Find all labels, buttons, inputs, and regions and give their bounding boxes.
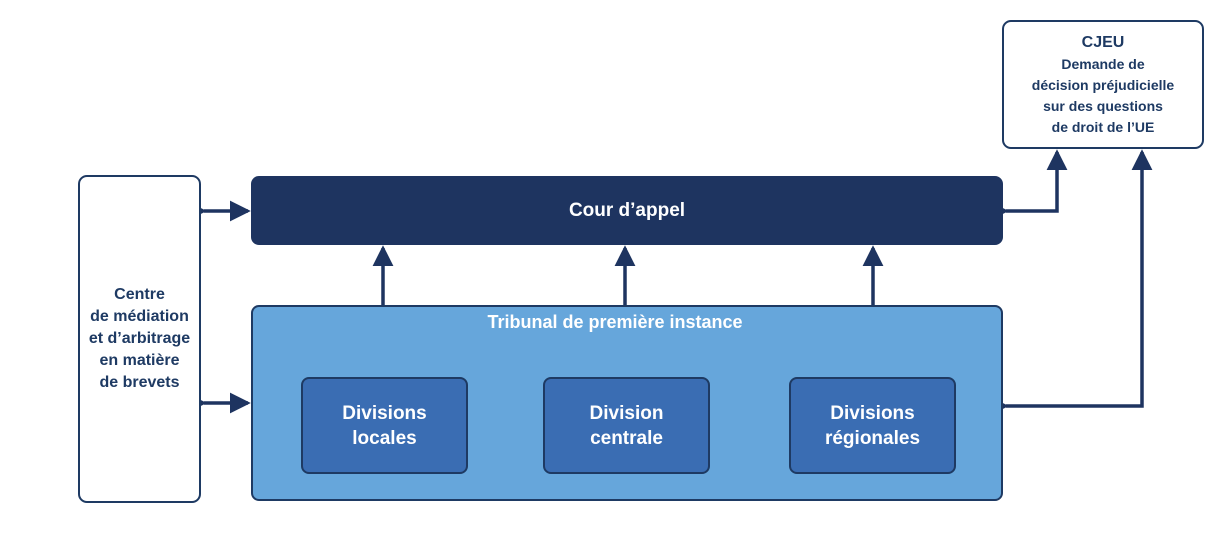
division-locales-box: Divisions locales <box>301 377 468 474</box>
cjeu-title: CJEU <box>1081 33 1125 51</box>
tribunal-title: Tribunal de première instance <box>487 312 743 332</box>
centre-line: de médiation <box>90 308 189 325</box>
division-label: centrale <box>590 427 663 449</box>
cjeu-line: décision préjudicielle <box>1031 76 1175 93</box>
division-regionales-box: Divisions régionales <box>789 377 956 474</box>
centre-line: de brevets <box>99 374 180 391</box>
centre-mediation-box: Centre de médiation et d’arbitrage en ma… <box>78 175 201 503</box>
centre-line: Centre <box>114 286 165 303</box>
cjeu-line: de droit de l’UE <box>1051 118 1155 135</box>
centre-line: et d’arbitrage <box>88 330 191 347</box>
arrow-cour-cjeu <box>987 149 1068 222</box>
cjeu-line: Demande de <box>1061 55 1145 72</box>
division-label: Divisions <box>342 402 427 424</box>
division-centrale-box: Division centrale <box>543 377 710 474</box>
arrow-tribunal-cjeu <box>987 149 1153 417</box>
division-label: Divisions <box>830 402 915 424</box>
centre-line: en matière <box>99 352 180 369</box>
division-label: régionales <box>824 427 921 449</box>
cjeu-box: CJEU Demande de décision préjudicielle s… <box>1002 20 1204 149</box>
cour-appel-label: Cour d’appel <box>568 199 686 221</box>
cjeu-line: sur des questions <box>1043 97 1163 114</box>
division-label: locales <box>352 427 417 449</box>
division-label: Division <box>589 402 664 424</box>
cour-appel-box: Cour d’appel <box>251 176 1003 245</box>
